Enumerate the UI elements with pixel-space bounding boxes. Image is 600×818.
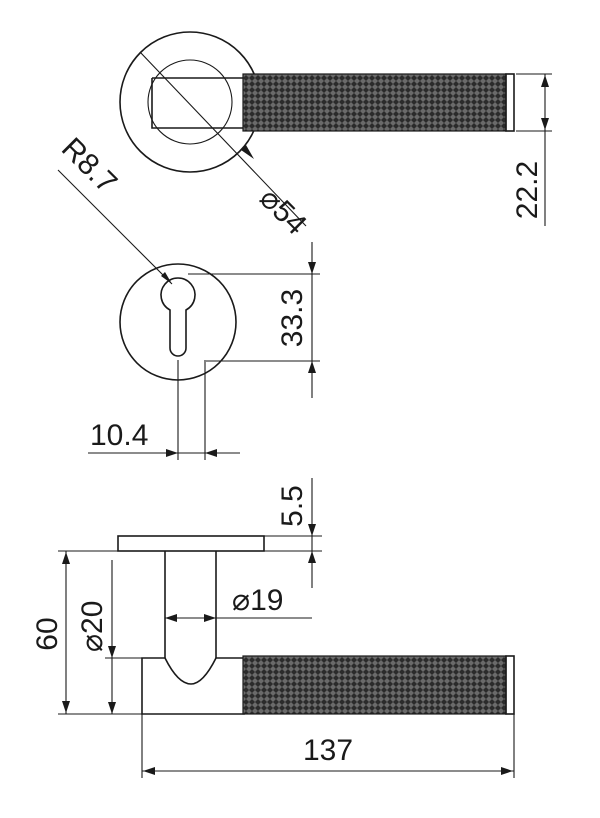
top-view: ⌀54 22.2 [119,31,552,242]
dia54-label: ⌀54 [253,182,313,242]
side-view: 5.5 ⌀19 60 ⌀20 137 [31,478,515,778]
n20-label: ⌀20 [76,601,109,652]
l137-arrow-left [143,767,155,775]
t55-arrow-bottom [308,551,316,563]
w104-label: 10.4 [90,419,148,452]
knurled-grip-top [242,73,507,132]
p60-arrow-bottom [62,701,70,713]
r87-label: R8.7 [55,132,123,200]
rose-inner-circle [147,59,233,145]
h33-arrow-top [308,262,316,274]
n20-arrow-top [108,646,116,658]
h22-label: 22.2 [511,161,544,219]
dia19-arrow-right [204,614,216,622]
h22-arrow-top [541,75,549,87]
lever-end-cap-top [505,73,515,132]
h33-label: 33.3 [276,289,309,347]
keyhole-outline [160,277,196,357]
r87-arrow [161,272,172,284]
lever-hub-side [141,657,245,715]
p60-label: 60 [31,617,64,650]
h22-arrow-bottom [541,118,549,130]
r87-leader [57,169,173,285]
dia19-label: ⌀19 [232,584,283,617]
knurled-grip-side [242,655,507,715]
p60-arrow-top [62,552,70,564]
w104-arrow-right [205,449,217,457]
rose-plate-side [117,535,265,552]
escutcheon-view: R8.7 33.3 10.4 [55,132,320,460]
n20-arrow-bottom [108,702,116,714]
lever-neck [151,77,249,129]
t55-label: 5.5 [276,485,309,527]
l137-label: 137 [303,734,353,767]
dia19-arrow-left [165,614,177,622]
l137-arrow-right [501,767,513,775]
dia54-leader [139,51,307,227]
lever-end-cap-side [505,655,515,715]
w104-arrow-left [166,449,178,457]
h33-arrow-bottom [308,361,316,373]
dia54-arrow [241,145,254,159]
t55-arrow-top [308,524,316,536]
